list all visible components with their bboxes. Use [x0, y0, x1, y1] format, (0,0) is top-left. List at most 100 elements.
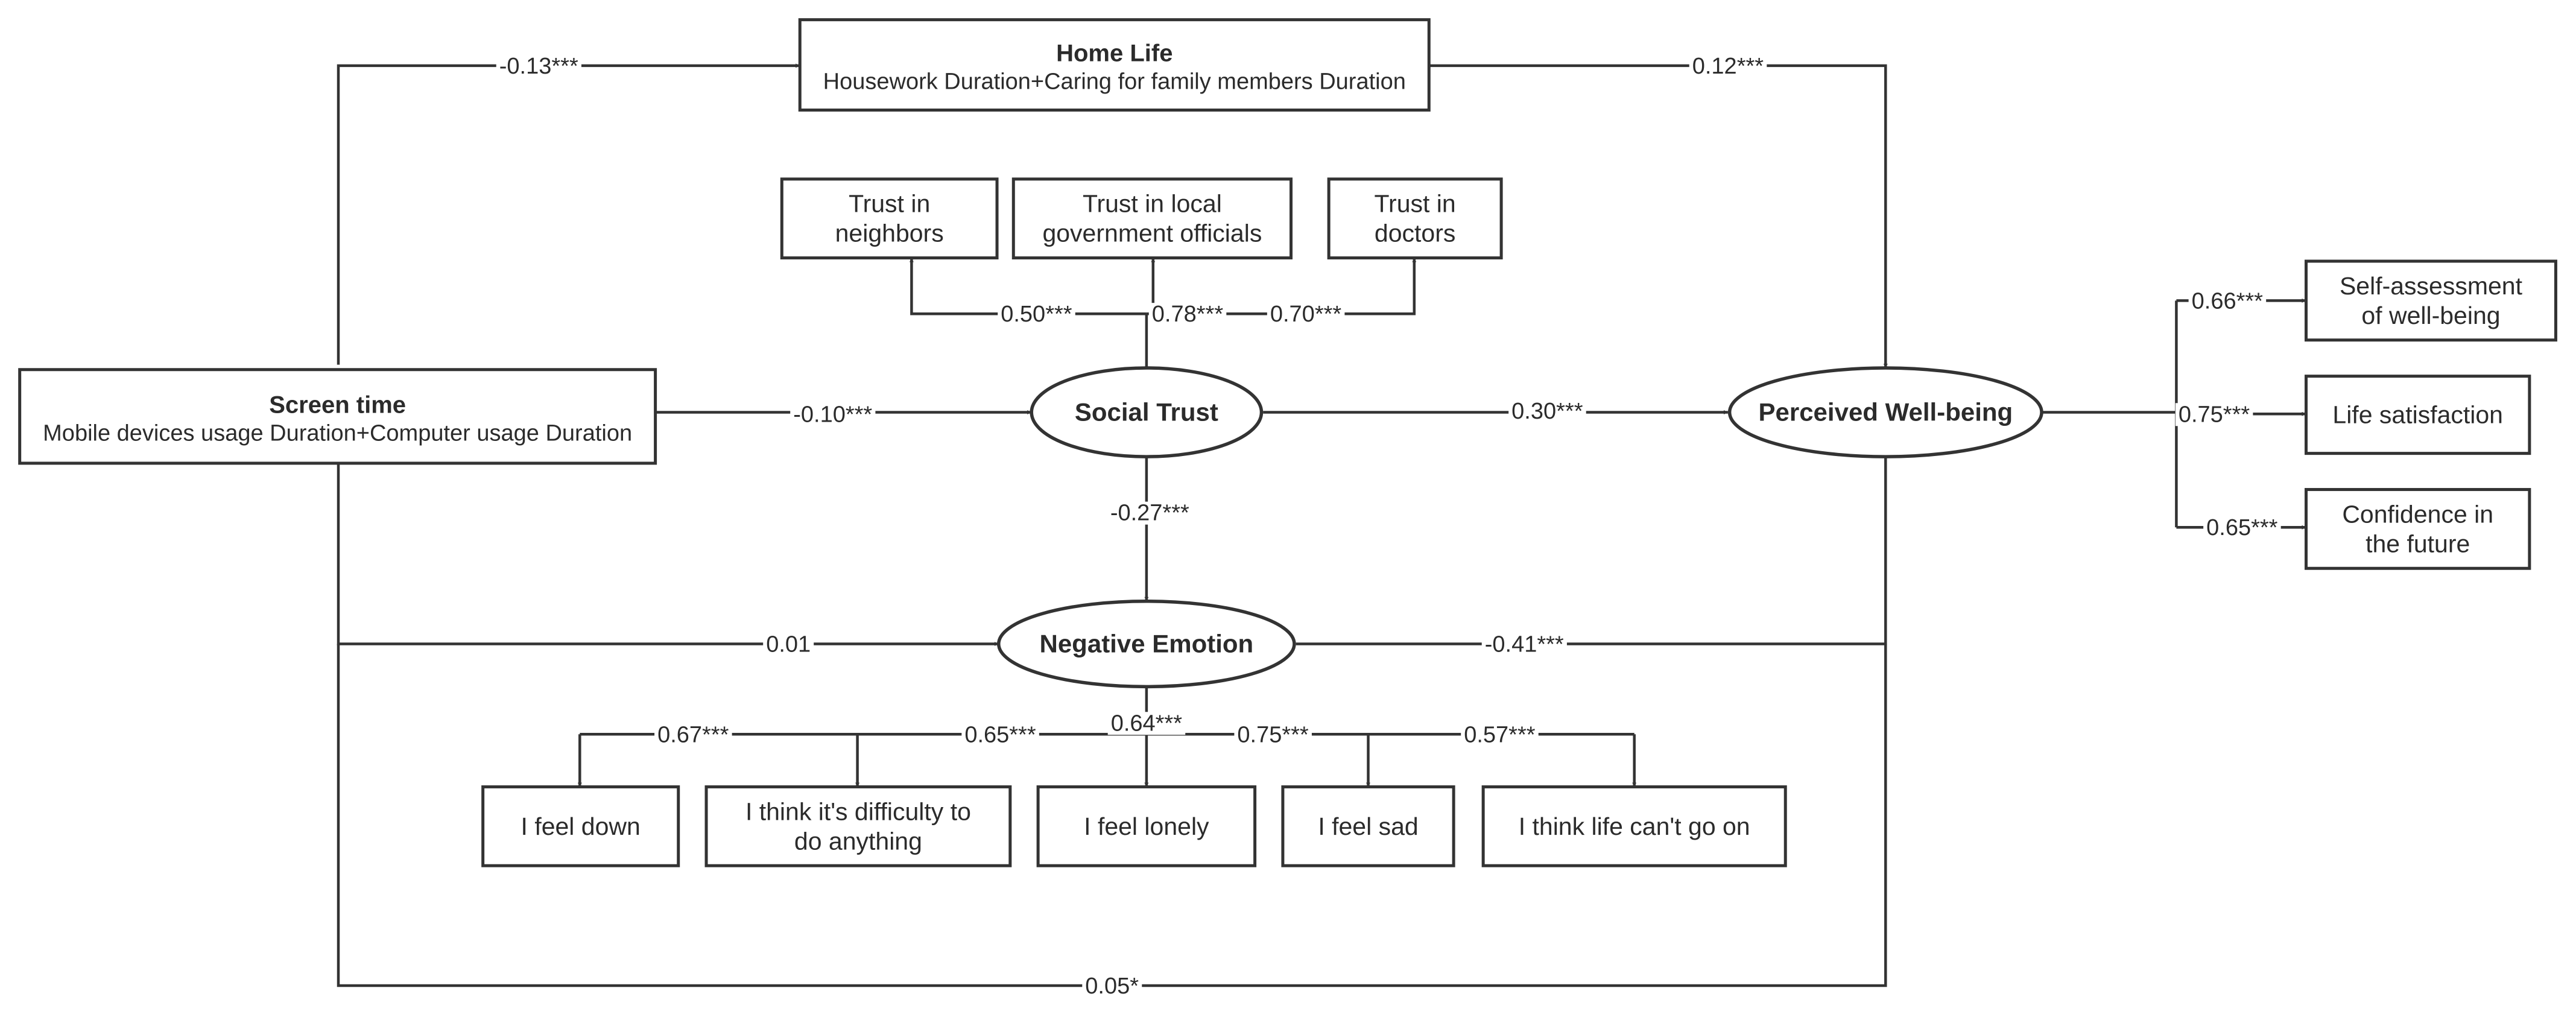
- loading-trust-doctors: 0.70***: [1267, 302, 1345, 327]
- coef-trust-wellbeing-background: [1508, 399, 1586, 423]
- feel-lonely-box-frame: [1036, 785, 1257, 867]
- loading-self-assessment-text: 0.66***: [2192, 288, 2264, 314]
- trust-neighbors-box-label: Trust in: [849, 190, 930, 218]
- loading-trust-doctors-text: 0.70***: [1270, 302, 1342, 327]
- difficulty-box-frame: [704, 785, 1012, 867]
- loading-feel-down: 0.67***: [654, 722, 732, 747]
- loading-feel-lonely: 0.64***: [1107, 711, 1186, 736]
- loading-self-assessment: 0.66***: [2188, 288, 2267, 314]
- loading-life-satisfaction-background: [2175, 403, 2253, 426]
- loading-trust-neighbors-background: [998, 303, 1075, 326]
- path-screen-home: [337, 63, 800, 365]
- social-trust-node-label: Social Trust: [1075, 398, 1218, 426]
- coef-screen-wellbeing: 0.05*: [1082, 974, 1142, 999]
- self-assessment-box-label: Self-assessment: [2340, 272, 2523, 300]
- loading-feel-down-background: [654, 723, 732, 747]
- life-satisfaction-box-label: Life satisfaction: [2332, 401, 2503, 429]
- negative-emotion-node: Negative Emotion: [997, 599, 1296, 689]
- loading-difficulty-background: [961, 723, 1039, 747]
- loading-confidence-future-background: [2203, 516, 2281, 540]
- path-home-wellbeing: [1429, 64, 1888, 368]
- home-life-box-frame: [798, 18, 1431, 112]
- coef-trust-negative: -0.27***: [1107, 501, 1193, 526]
- coef-screen-home: -0.13***: [496, 54, 581, 79]
- loading-trust-neighbors-text: 0.50***: [1001, 302, 1072, 327]
- loading-life-cant-go-on-background: [1461, 723, 1539, 747]
- loading-trust-officials-text: 0.78***: [1152, 302, 1224, 327]
- loading-feel-sad-background: [1234, 723, 1312, 747]
- negative-emotion-node-shape: [997, 599, 1296, 689]
- coef-home-wellbeing-background: [1689, 54, 1767, 78]
- loading-life-cant-go-on: 0.57***: [1461, 722, 1539, 747]
- coef-screen-negative-background: [763, 633, 814, 656]
- perceived-wellbeing-node-shape: [1727, 366, 2043, 458]
- trust-neighbors-box-label: neighbors: [835, 220, 944, 247]
- loading-feel-lonely-background: [1107, 712, 1186, 735]
- coef-negative-wellbeing-background: [1481, 633, 1567, 656]
- loading-life-satisfaction-text: 0.75***: [2179, 402, 2250, 427]
- confidence-future-box-label: the future: [2366, 530, 2470, 557]
- loading-feel-sad-text: 0.75***: [1237, 722, 1309, 747]
- coef-screen-trust-text: -0.10***: [793, 402, 872, 427]
- loading-life-cant-go-on-text: 0.57***: [1464, 722, 1536, 747]
- home-life-box-title: Home Life: [1056, 40, 1172, 67]
- negative-emotion-node-label: Negative Emotion: [1039, 630, 1253, 658]
- home-life-box-subtitle: Housework Duration+Caring for family mem…: [823, 69, 1406, 95]
- loading-difficulty-text: 0.65***: [964, 722, 1036, 747]
- self-assessment-box-label: of well-being: [2361, 302, 2500, 329]
- feel-down-box-frame: [481, 785, 680, 867]
- coef-screen-home-background: [496, 54, 581, 78]
- coef-screen-negative-text: 0.01: [766, 632, 811, 657]
- coef-trust-negative-background: [1107, 501, 1193, 525]
- feel-down-box: I feel down: [481, 785, 680, 867]
- feel-down-box-label: I feel down: [521, 813, 641, 840]
- life-cant-go-on-box-label: I think life can't go on: [1519, 813, 1750, 840]
- perceived-wellbeing-node-label: Perceived Well-being: [1758, 398, 2013, 426]
- trust-doctors-box-frame: [1327, 177, 1503, 260]
- feel-lonely-box: I feel lonely: [1036, 785, 1257, 867]
- self-assessment-box-frame: [2305, 259, 2557, 342]
- trust-neighbors-box-frame: [780, 177, 999, 260]
- coefficient-labels: -0.13*** 0.12*** -0.10*** 0.30*** -0.27*** 0.…: [496, 54, 2281, 999]
- screen-time-box-title: Screen time: [269, 391, 406, 418]
- coef-screen-negative: 0.01: [763, 632, 814, 657]
- loading-self-assessment-background: [2188, 290, 2267, 313]
- coef-trust-wellbeing: 0.30***: [1508, 399, 1586, 424]
- confidence-future-box-frame: [2305, 488, 2531, 570]
- feel-lonely-box-label: I feel lonely: [1084, 813, 1209, 840]
- loading-feel-lonely-text: 0.64***: [1111, 711, 1183, 736]
- screen-time-box-subtitle: Mobile devices usage Duration+Computer u…: [43, 420, 632, 446]
- path-trust-doctors: [1146, 258, 1417, 315]
- coef-home-wellbeing: 0.12***: [1689, 54, 1767, 79]
- social-trust-node: Social Trust: [1030, 366, 1264, 458]
- feel-sad-box: I feel sad: [1281, 785, 1455, 867]
- confidence-future-box-label: Confidence in: [2342, 500, 2493, 528]
- life-cant-go-on-box: I think life can't go on: [1481, 785, 1787, 867]
- life-satisfaction-box-frame: [2305, 375, 2531, 455]
- trust-officials-box-label: Trust in local: [1083, 190, 1222, 218]
- feel-sad-box-label: I feel sad: [1318, 813, 1418, 840]
- loading-confidence-future: 0.65***: [2203, 515, 2281, 540]
- coef-screen-trust-background: [790, 403, 876, 426]
- coef-trust-wellbeing-text: 0.30***: [1511, 399, 1583, 424]
- difficulty-box-label: I think it's difficulty to: [745, 797, 971, 825]
- perceived-wellbeing-node: Perceived Well-being: [1727, 366, 2043, 458]
- coef-screen-wellbeing-background: [1082, 974, 1142, 998]
- coef-screen-home-text: -0.13***: [499, 54, 578, 79]
- loading-confidence-future-text: 0.65***: [2206, 515, 2278, 540]
- coef-negative-wellbeing: -0.41***: [1481, 632, 1567, 657]
- coef-screen-wellbeing-text: 0.05*: [1085, 974, 1139, 999]
- difficulty-box-label: do anything: [794, 827, 922, 855]
- social-trust-node-shape: [1030, 366, 1264, 458]
- coef-home-wellbeing-text: 0.12***: [1692, 54, 1764, 79]
- coef-trust-negative-text: -0.27***: [1110, 501, 1189, 526]
- life-satisfaction-box: Life satisfaction: [2305, 375, 2531, 455]
